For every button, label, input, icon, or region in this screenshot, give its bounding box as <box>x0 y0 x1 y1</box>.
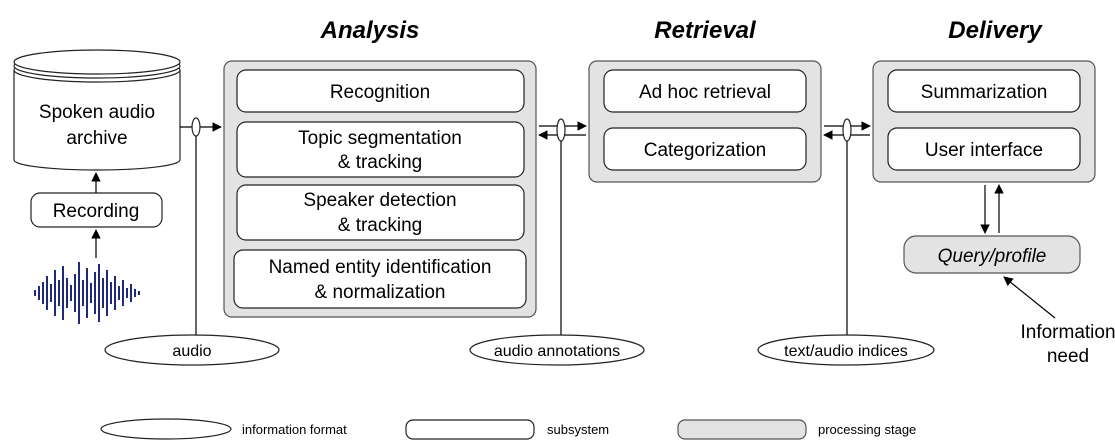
summarization-label: Summarization <box>921 82 1048 103</box>
named-entity-label-line2: & normalization <box>315 282 446 303</box>
legend: information format subsystem processing … <box>100 418 916 440</box>
categorization-label: Categorization <box>644 140 767 161</box>
legend-subsystem-swatch <box>405 419 535 440</box>
need-to-query-arrow <box>1003 276 1056 319</box>
named-entity-label-line1: Named entity identification <box>269 257 492 278</box>
recognition-box <box>236 69 525 113</box>
summarization-box <box>887 69 1081 113</box>
user-interface-box <box>887 127 1081 171</box>
indices-junction <box>842 118 852 142</box>
topic-segmentation-box <box>236 121 525 178</box>
heading-retrieval: Retrieval <box>654 17 757 44</box>
text-audio-indices-label: text/audio indices <box>784 343 908 360</box>
legend-stage-swatch <box>677 419 807 440</box>
speaker-detection-box <box>236 184 525 241</box>
adhoc-retrieval-box <box>603 69 807 113</box>
recognition-label: Recognition <box>330 82 430 103</box>
archive-label-line1: Spoken audio <box>39 102 155 123</box>
legend-format-swatch <box>100 418 232 440</box>
text-audio-indices-ellipse <box>757 334 935 366</box>
information-need-line2: need <box>1047 346 1089 367</box>
heading-analysis: Analysis <box>320 17 420 44</box>
topic-label-line2: & tracking <box>338 152 422 173</box>
information-need-line1: Information <box>1020 322 1115 343</box>
named-entity-box <box>233 249 527 309</box>
legend-format-label: information format <box>242 422 347 437</box>
heading-delivery: Delivery <box>948 17 1043 44</box>
adhoc-retrieval-label: Ad hoc retrieval <box>639 82 771 103</box>
legend-subsystem-label: subsystem <box>547 422 609 437</box>
audio-junction <box>191 117 201 137</box>
query-profile-box <box>903 235 1081 274</box>
speaker-label-line2: & tracking <box>338 215 422 236</box>
query-profile-label: Query/profile <box>938 246 1047 267</box>
categorization-box <box>603 127 807 171</box>
topic-label-line1: Topic segmentation <box>298 128 462 149</box>
audio-annotations-label: audio annotations <box>494 343 620 360</box>
annotations-junction <box>556 118 566 142</box>
waveform-icon <box>34 262 140 324</box>
recording-label: Recording <box>53 201 140 222</box>
spoken-audio-archive: Spoken audio archive <box>13 49 181 171</box>
legend-stage-label: processing stage <box>818 422 916 437</box>
audio-format-ellipse <box>104 334 280 366</box>
user-interface-label: User interface <box>925 140 1043 161</box>
audio-annotations-ellipse <box>469 334 645 366</box>
archive-label-line2: archive <box>66 128 127 149</box>
audio-format-label: audio <box>172 343 211 360</box>
speaker-label-line1: Speaker detection <box>303 190 456 211</box>
